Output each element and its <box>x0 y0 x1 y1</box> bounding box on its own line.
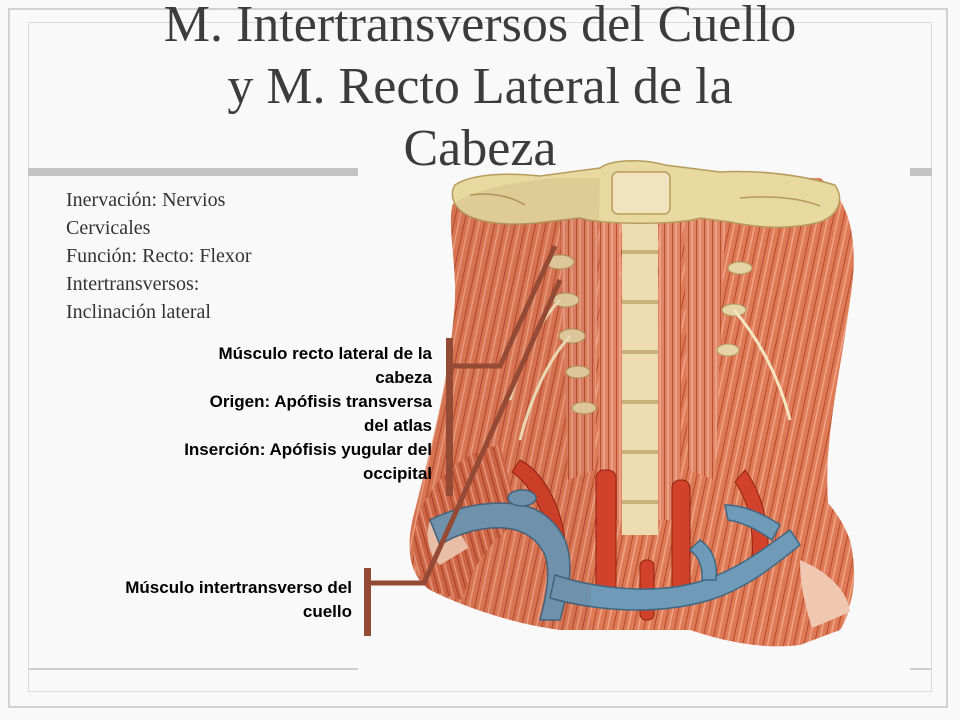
label-recto-bracket <box>446 338 453 496</box>
title-divider-left <box>28 168 358 176</box>
slide-frame-outer <box>8 8 948 708</box>
info-text-block: Inervación: Nervios Cervicales Función: … <box>66 186 366 326</box>
info-line-function: Función: Recto: Flexor <box>66 245 252 267</box>
title-divider-right <box>910 168 932 176</box>
info-line-innervation: Inervación: Nervios <box>66 189 226 211</box>
label-inter-line-1: Músculo intertransverso del <box>125 578 352 597</box>
label-recto-lateral: Músculo recto lateral de la cabeza Orige… <box>90 342 432 486</box>
label-recto-line-1: Músculo recto lateral de la <box>218 344 432 363</box>
label-intertransverso: Músculo intertransverso del cuello <box>40 576 352 624</box>
info-line-lateral-inclination: Inclinación lateral <box>66 301 211 323</box>
label-recto-line-3: Origen: Apófisis transversa <box>209 392 432 411</box>
label-inter-line-2: cuello <box>302 602 352 621</box>
label-recto-line-5: Inserción: Apófisis yugular del <box>184 440 432 459</box>
footer-divider-left <box>28 668 358 670</box>
slide-title: M. Intertransversos del Cuello y M. Rect… <box>60 0 900 180</box>
label-intertransverso-bracket <box>364 568 371 636</box>
slide-title-line-2: y M. Recto Lateral de la <box>227 58 733 115</box>
slide-title-line-3: Cabeza <box>403 120 557 177</box>
slide-frame-inner <box>28 22 932 692</box>
slide-title-line-1: M. Intertransversos del Cuello <box>163 0 797 53</box>
label-recto-line-4: del atlas <box>363 416 432 435</box>
info-line-innervation-cont: Cervicales <box>66 217 151 239</box>
footer-divider-right <box>910 668 932 670</box>
label-recto-line-6: occipital <box>363 464 432 483</box>
label-recto-line-2: cabeza <box>375 368 432 387</box>
info-line-intertransversos: Intertransversos: <box>66 273 200 295</box>
